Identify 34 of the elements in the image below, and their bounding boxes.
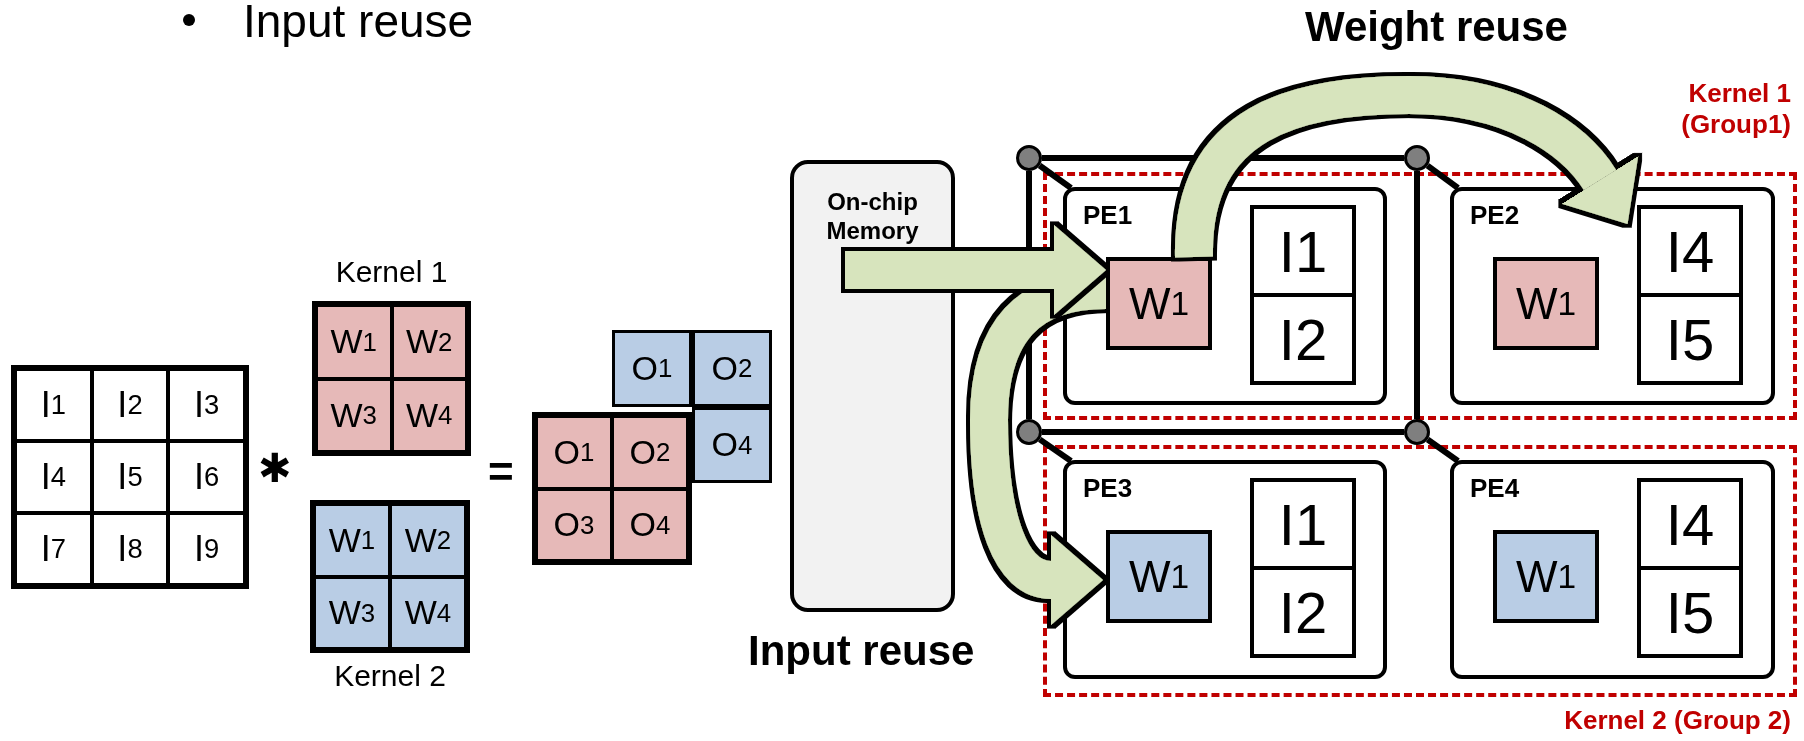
connector-line bbox=[1038, 436, 1073, 464]
connector-line bbox=[1042, 155, 1404, 161]
connector-line bbox=[1425, 163, 1460, 191]
router-node bbox=[1404, 145, 1430, 171]
operator-symbol: = bbox=[488, 448, 514, 497]
edge-label: Input reuse bbox=[748, 628, 975, 675]
pe-label: PE2 bbox=[1470, 201, 1520, 230]
router-node bbox=[1016, 419, 1042, 445]
memory-block: On-chip Memory bbox=[790, 160, 955, 612]
block-arrow bbox=[970, 271, 1107, 625]
matrix-grid bbox=[312, 301, 471, 456]
connector-line bbox=[1037, 163, 1073, 191]
processing-element-box bbox=[1063, 460, 1387, 679]
edge-label: Weight reuse bbox=[1305, 4, 1568, 51]
pe-label: PE4 bbox=[1470, 474, 1520, 503]
processing-element-box bbox=[1450, 187, 1775, 405]
router-node bbox=[1016, 145, 1042, 171]
processing-element-box bbox=[1063, 187, 1387, 405]
connector-line bbox=[1425, 437, 1460, 464]
matrix-label: Kernel 1 bbox=[334, 255, 449, 288]
connector-line bbox=[1414, 171, 1420, 419]
connector-line bbox=[1042, 429, 1404, 435]
block-arrow bbox=[1175, 76, 1637, 258]
pe-label: PE3 bbox=[1083, 474, 1133, 503]
operator-symbol: ✱ bbox=[258, 446, 292, 490]
router-node bbox=[1404, 419, 1430, 445]
matrix-grid bbox=[11, 365, 249, 589]
pe-label: PE1 bbox=[1083, 201, 1133, 230]
matrix-label: Kernel 2 bbox=[333, 659, 447, 692]
processing-element-box bbox=[1450, 460, 1775, 679]
group-label: Kernel 2 (Group 2) bbox=[1563, 705, 1791, 737]
matrix-grid bbox=[532, 412, 692, 565]
group-label: Kernel 1 (Group1) bbox=[1680, 78, 1791, 141]
matrix-grid bbox=[310, 500, 470, 653]
